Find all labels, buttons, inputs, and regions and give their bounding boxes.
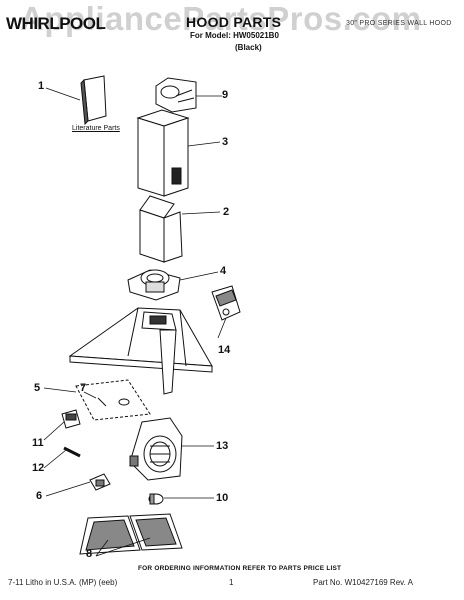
litho-line: 7-11 Litho in U.S.A. (MP) (eeb)	[8, 578, 118, 587]
part-lower-chimney[interactable]	[139, 195, 183, 263]
callout-14: 14	[218, 344, 231, 356]
callout-11: 11	[32, 437, 44, 449]
ordering-note: FOR ORDERING INFORMATION REFER TO PARTS …	[138, 565, 342, 572]
part-rod[interactable]	[63, 446, 81, 458]
callout-8: 8	[86, 548, 93, 560]
watermark: AppliancePartsPros.com	[20, 0, 422, 37]
callout-3: 3	[222, 136, 229, 148]
callout-10: 10	[216, 492, 229, 504]
brand-logo: WHIRLPOOL	[6, 14, 106, 33]
product-type: 30" PRO SERIES WALL HOOD	[346, 20, 452, 27]
part-blower-housing[interactable]	[129, 417, 183, 481]
callout-4: 4	[220, 265, 227, 277]
page-title: HOOD PARTS	[186, 14, 282, 30]
callout-6: 6	[36, 490, 43, 502]
page-number: 1	[229, 578, 234, 587]
callout-2: 2	[223, 206, 230, 218]
color-line: (Black)	[235, 43, 262, 52]
part-bulb[interactable]	[148, 493, 164, 505]
part-grease-filters[interactable]	[79, 513, 183, 555]
part-light-lens[interactable]	[89, 473, 111, 491]
hood-canopy[interactable]	[68, 307, 213, 395]
callout-9: 9	[222, 89, 229, 101]
callout-1: 1	[38, 80, 45, 92]
part-switch[interactable]	[61, 409, 81, 429]
callout-7: 7	[80, 382, 87, 394]
part-control-module[interactable]	[211, 285, 241, 321]
literature-label: Literature Parts	[72, 125, 120, 132]
part-number: Part No. W10427169 Rev. A	[313, 578, 413, 587]
part-upper-chimney[interactable]	[136, 109, 190, 197]
part-light-bracket[interactable]	[75, 379, 151, 421]
model-line: For Model: HW05021B0	[190, 31, 279, 40]
part-duct-adapter[interactable]	[155, 77, 197, 113]
part-literature[interactable]	[80, 75, 107, 126]
callout-12: 12	[32, 462, 45, 474]
callout-13: 13	[216, 440, 229, 452]
callout-5: 5	[34, 382, 41, 394]
part-blower-motor[interactable]	[127, 269, 181, 301]
